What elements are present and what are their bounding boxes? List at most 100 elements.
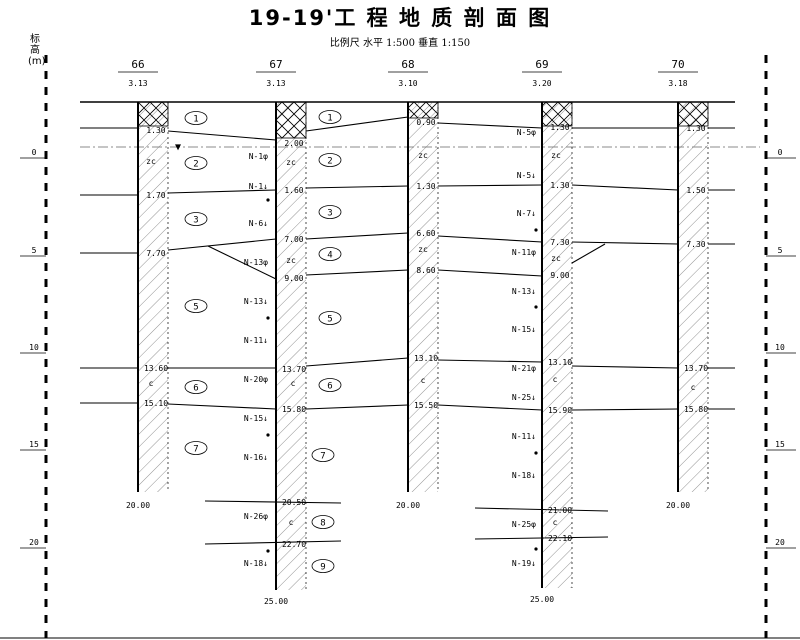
depth-label: 1.50 (686, 186, 705, 195)
layer-number-outline (318, 205, 342, 219)
borehole-total-depth: 20.00 (666, 501, 690, 510)
borehole-elevation: 3.13 (266, 79, 285, 88)
depth-label: 21.00 (548, 506, 572, 515)
depth-label: 7.30 (686, 240, 705, 249)
elevation-tick-label-left: 20 (29, 538, 39, 547)
depth-label: 13.10 (548, 358, 572, 367)
scale-text: 比例尺 水平 1:500 垂直 1:150 (329, 38, 471, 49)
borehole-total-depth: 20.00 (126, 501, 150, 510)
layer-number: 4 (327, 251, 332, 261)
sample-dot (534, 305, 538, 309)
spt-label: N-25↓ (512, 393, 536, 402)
spt-label: N-5↓ (517, 171, 536, 180)
depth-label: 6.60 (416, 229, 435, 238)
sample-dot (266, 198, 270, 202)
layer-number-outline (184, 441, 208, 455)
borehole-id: 70 (671, 58, 684, 71)
spt-label: N-15↓ (244, 414, 268, 423)
layer-number-outline (318, 153, 342, 167)
borehole-id: 68 (401, 58, 414, 71)
soil-code: zc (286, 158, 296, 167)
sample-dot (534, 547, 538, 551)
sample-dot (534, 228, 538, 232)
depth-label: 1.60 (284, 186, 303, 195)
spt-label: N-1φ (249, 152, 268, 161)
spt-label: N-7↓ (517, 209, 536, 218)
depth-label: 1.70 (146, 191, 165, 200)
spt-label: N-16↓ (244, 453, 268, 462)
layer-number-outline (318, 378, 342, 392)
depth-label: 1.30 (686, 124, 705, 133)
borehole-id: 67 (269, 58, 282, 71)
depth-label: 8.60 (416, 266, 435, 275)
sample-dot (266, 433, 270, 437)
elevation-tick-label-left: 5 (32, 246, 37, 255)
depth-label: 15.50 (414, 401, 438, 410)
depth-label: 13.70 (684, 364, 708, 373)
soil-code: zc (418, 245, 428, 254)
layer-number: 8 (320, 519, 325, 529)
water-table-symbol: ▼ (175, 142, 181, 153)
layer-number: 2 (193, 160, 198, 170)
soil-code: zc (146, 157, 156, 166)
spt-label: N-1↓ (249, 182, 268, 191)
spt-label: N-20φ (244, 375, 268, 384)
elevation-tick-label-right: 10 (775, 343, 785, 352)
layer-number: 2 (327, 157, 332, 167)
spt-label: N-19↓ (512, 559, 536, 568)
elevation-tick-label-right: 0 (778, 148, 783, 157)
depth-label: 1.30 (416, 182, 435, 191)
spt-label: N-26φ (244, 512, 268, 521)
depth-label: 22.10 (548, 534, 572, 543)
layer-number-outline (311, 448, 335, 462)
depth-label: 2.00 (284, 139, 303, 148)
depth-label: 15.10 (144, 399, 168, 408)
borehole-elevation: 3.20 (532, 79, 551, 88)
spt-label: N-6↓ (249, 219, 268, 228)
elevation-tick-label-left: 15 (29, 440, 39, 449)
layer-number: 6 (327, 382, 332, 392)
elevation-axis-label: 标高(m) (28, 34, 46, 67)
depth-label: 9.00 (550, 271, 569, 280)
depth-label: 7.70 (146, 249, 165, 258)
depth-label: 7.00 (284, 235, 303, 244)
elevation-tick-label-right: 15 (775, 440, 785, 449)
borehole-total-depth: 25.00 (530, 595, 554, 604)
elevation-tick-label-right: 20 (775, 538, 785, 547)
layer-number-outline (318, 110, 342, 124)
depth-label: 20.50 (282, 498, 306, 507)
spt-label: N-21φ (512, 364, 536, 373)
layer-number: 7 (320, 452, 325, 462)
elevation-tick-label-left: 10 (29, 343, 39, 352)
elevation-tick-label-left: 0 (32, 148, 37, 157)
layer-number-outline (184, 380, 208, 394)
layer-boundaries (80, 116, 735, 545)
spt-label: N-11↓ (512, 432, 536, 441)
depth-label: 7.30 (550, 238, 569, 247)
spt-label: N-15↓ (512, 325, 536, 334)
borehole-id: 66 (131, 58, 144, 71)
spt-label: N-25φ (512, 520, 536, 529)
spt-label: N-18↓ (244, 559, 268, 568)
layer-number: 5 (327, 315, 332, 325)
elevation-tick-label-right: 5 (778, 246, 783, 255)
sample-dot (266, 316, 270, 320)
depth-label: 15.80 (282, 405, 306, 414)
depth-label: 13.60 (144, 364, 168, 373)
sample-dot (534, 451, 538, 455)
soil-code: c (691, 383, 696, 392)
depth-label: 1.30 (550, 123, 569, 132)
layer-number-outline (311, 559, 335, 573)
depth-label: 1.30 (146, 126, 165, 135)
layer-number-outline (311, 515, 335, 529)
layer-number-outline (184, 111, 208, 125)
soil-code: c (291, 379, 296, 388)
spt-label: N-13φ (244, 258, 268, 267)
layer-number: 1 (193, 115, 198, 125)
layer-number-outline (318, 247, 342, 261)
borehole-id: 69 (535, 58, 548, 71)
soil-code: c (421, 376, 426, 385)
layer-number: 6 (193, 384, 198, 394)
layer-number: 3 (193, 216, 198, 226)
